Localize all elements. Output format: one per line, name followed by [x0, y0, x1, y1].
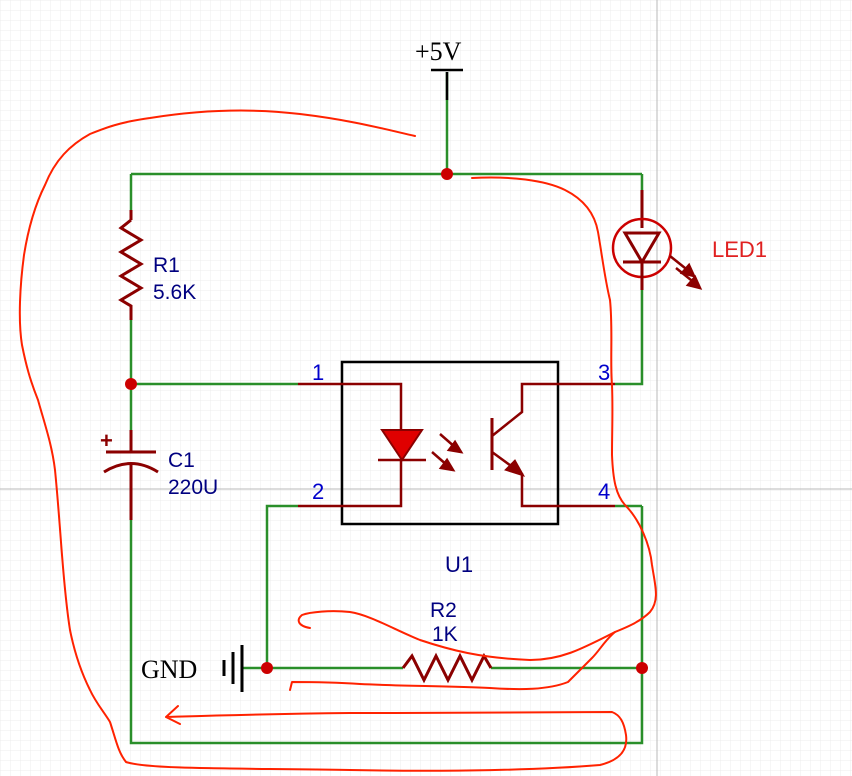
junctions — [125, 168, 648, 674]
led1-triangle — [622, 231, 662, 265]
ground-symbol[interactable]: GND — [141, 645, 244, 692]
junction-r1-c1 — [125, 378, 137, 390]
r1-ref: R1 — [153, 254, 180, 277]
wire-led-to-pin3[interactable] — [615, 290, 644, 386]
wire-pin2-to-gnd[interactable] — [265, 504, 298, 668]
u1-ref: U1 — [445, 552, 473, 577]
r2-ref: R2 — [430, 599, 457, 622]
junction-gnd — [261, 662, 273, 674]
u1-pin4-label: 4 — [598, 479, 610, 504]
annotation-inner-stroke — [297, 610, 616, 661]
u1-body — [340, 360, 560, 526]
r2-resistor[interactable]: R2 1K — [401, 599, 493, 684]
r2-zigzag — [401, 652, 493, 684]
u1-emitter-arrow — [504, 459, 526, 477]
r1-value: 5.6K — [153, 281, 196, 304]
wire-bottom-loop[interactable] — [129, 506, 644, 745]
c1-plate-curved — [103, 462, 159, 474]
u1-light-arrows — [431, 433, 464, 472]
led1-ref: LED1 — [712, 237, 767, 262]
led1[interactable]: LED1 — [611, 190, 767, 290]
r1-zigzag — [118, 218, 144, 320]
annotation-loop-left — [18, 109, 628, 772]
c1-capacitor[interactable]: + C1 220U — [100, 428, 218, 520]
power-label: +5V — [415, 37, 462, 66]
junction-vcc — [441, 168, 453, 180]
r1-resistor[interactable]: R1 5.6K — [118, 210, 196, 320]
u1-transistor-emitter — [491, 450, 558, 508]
u1-pin2-label: 2 — [312, 479, 324, 504]
u1-pin3-label: 3 — [598, 360, 610, 385]
r2-value: 1K — [432, 623, 458, 646]
led1-emission-arrows — [669, 255, 703, 290]
u1-pin1-label: 1 — [312, 360, 324, 385]
junction-right — [636, 662, 648, 674]
c1-polarity-mark: + — [100, 428, 113, 453]
c1-ref: C1 — [168, 449, 195, 472]
u1-led-triangle — [380, 429, 424, 462]
annotation-loop-right — [289, 176, 657, 691]
u1-transistor-collector — [491, 382, 558, 437]
gnd-label: GND — [141, 655, 197, 684]
red-annotation — [18, 109, 657, 772]
c1-value: 220U — [168, 476, 218, 499]
power-symbol[interactable]: +5V — [415, 37, 463, 100]
u1-optocoupler[interactable]: 1 2 3 4 U1 — [298, 360, 615, 577]
